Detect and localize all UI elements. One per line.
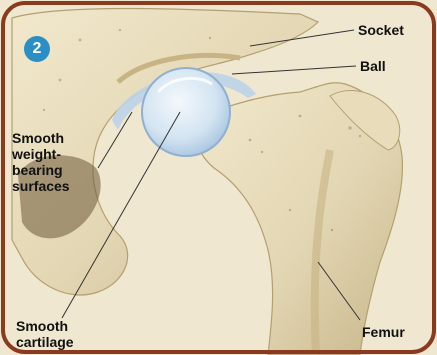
label-surfaces-line-3: bearing	[12, 162, 112, 178]
label-femur: Femur	[362, 324, 405, 340]
femoral-head	[142, 68, 230, 156]
figure-number-badge: 2	[24, 36, 50, 62]
label-smooth-cartilage: Smooth cartilage	[16, 318, 116, 350]
label-smooth-weight-bearing-surfaces: Smooth weight- bearing surfaces	[12, 130, 112, 194]
label-cartilage-line-2: cartilage	[16, 334, 116, 350]
label-surfaces-line-2: weight-	[12, 146, 112, 162]
label-ball: Ball	[360, 58, 386, 74]
label-surfaces-line-1: Smooth	[12, 130, 112, 146]
label-surfaces-line-4: surfaces	[12, 178, 112, 194]
label-socket: Socket	[358, 22, 404, 38]
label-cartilage-line-1: Smooth	[16, 318, 116, 334]
